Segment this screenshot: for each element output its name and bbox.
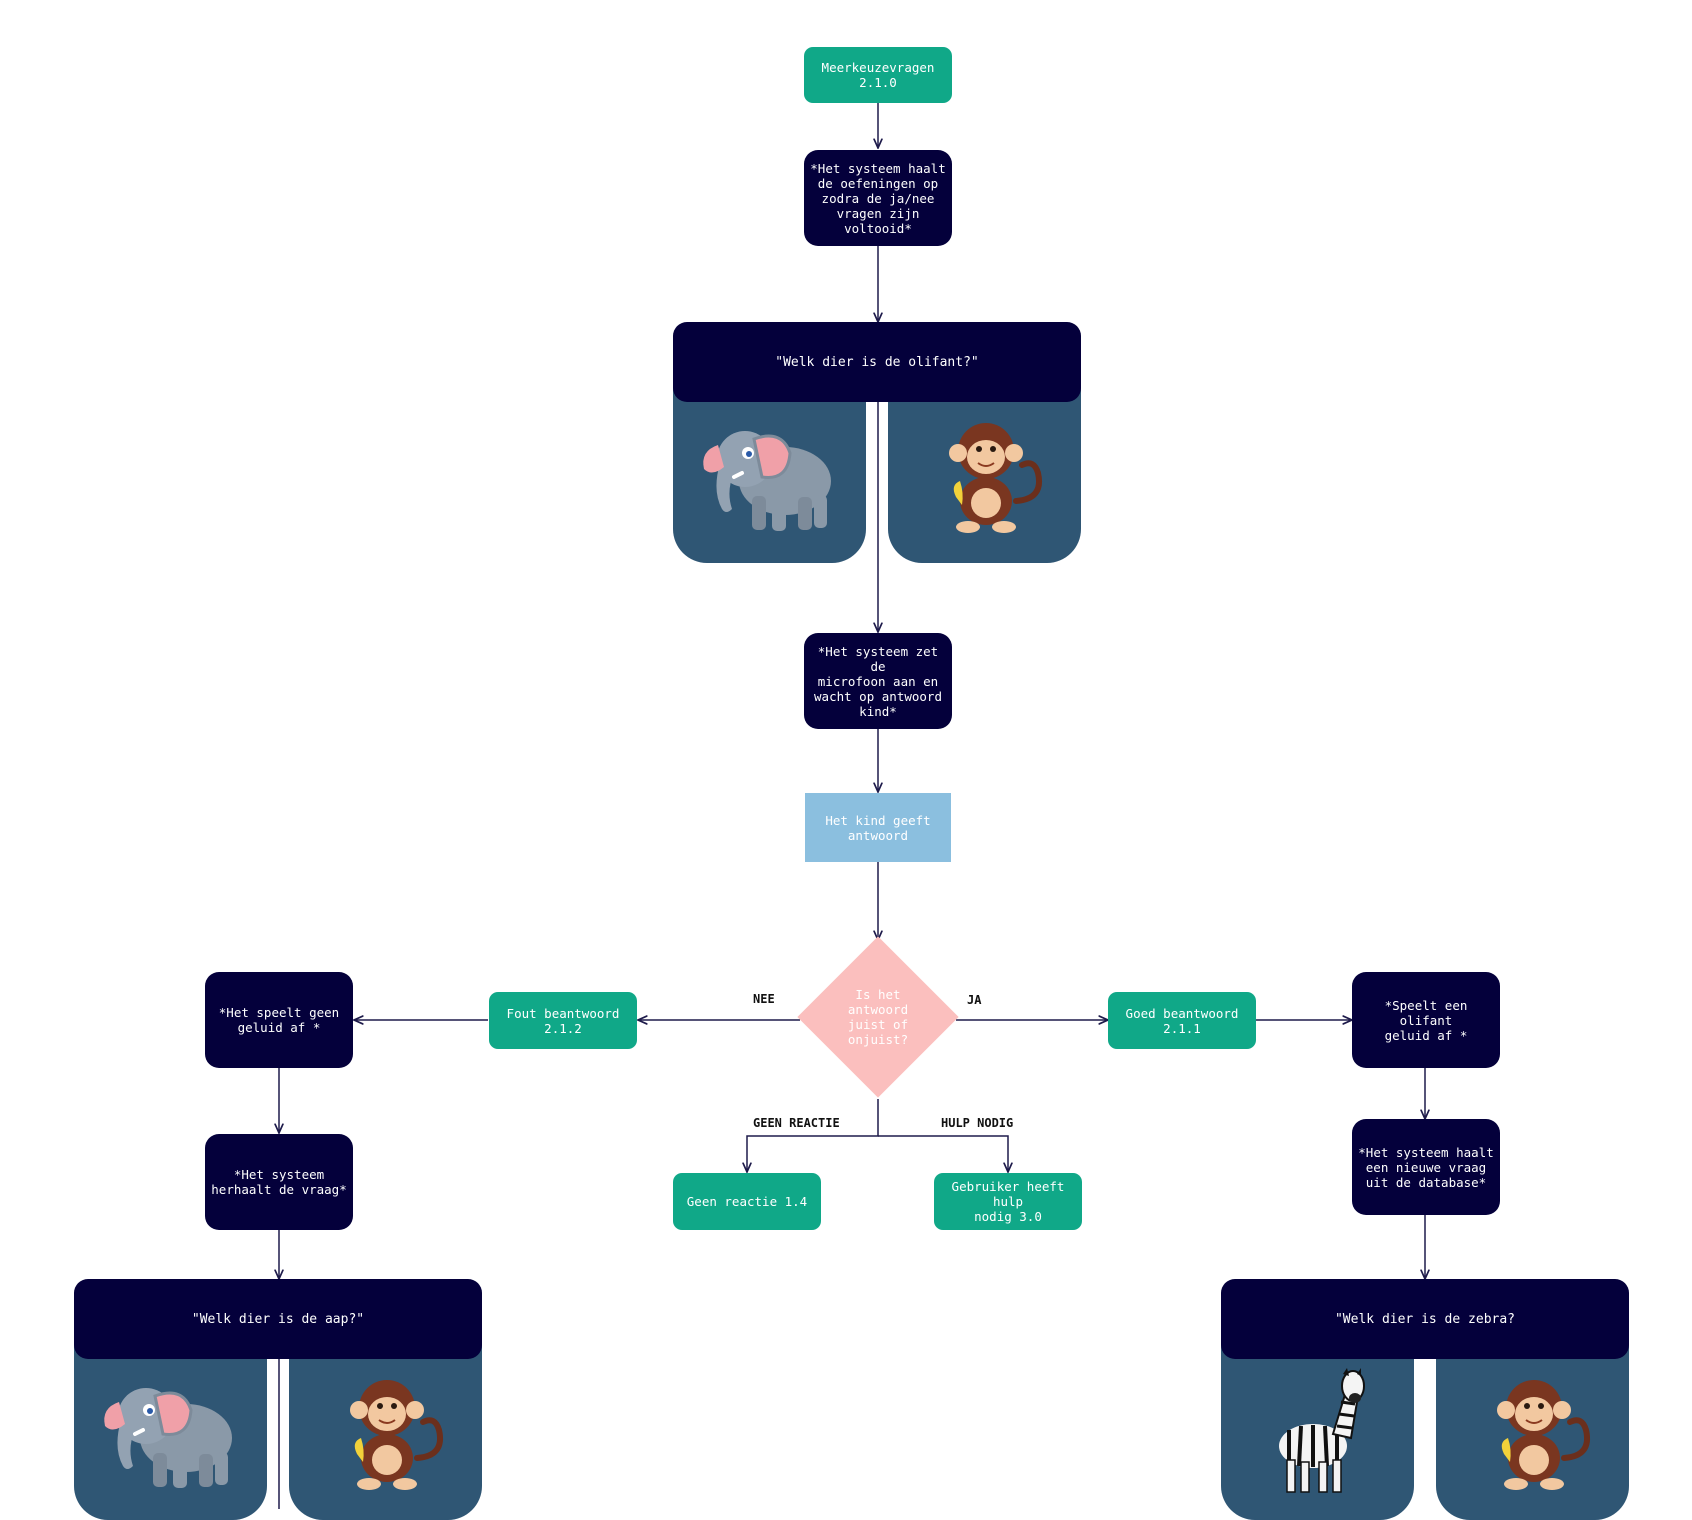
- question2-option-monkey[interactable]: [289, 1345, 482, 1520]
- start-node-label: Meerkeuzevragen 2.1.0: [821, 60, 935, 90]
- question1-bar: "Welk dier is de olifant?": [673, 322, 1081, 402]
- child-answers-node: Het kind geeft antwoord: [805, 793, 951, 862]
- edge-label-no-reaction: GEEN REACTIE: [753, 1116, 840, 1130]
- monkey-image: [1496, 1379, 1590, 1490]
- edge-label-no: NEE: [753, 992, 775, 1006]
- microphone-node: *Het systeem zet de microfoon aan en wac…: [804, 633, 952, 729]
- fetch-exercises-node: *Het systeem haalt de oefeningen op zodr…: [804, 150, 952, 246]
- monkey-image: [948, 422, 1042, 533]
- elephant-image: [702, 430, 831, 531]
- question3-option-zebra[interactable]: [1221, 1345, 1414, 1520]
- decision-label: Is het antwoord juist of onjuist?: [847, 987, 909, 1047]
- decision-node: Is het antwoord juist of onjuist?: [797, 936, 959, 1098]
- edge-decision-noreaction: [747, 1099, 879, 1172]
- question2-bar: "Welk dier is de aap?": [74, 1279, 482, 1359]
- help-needed-label: Gebruiker heeft hulp nodig 3.0: [951, 1179, 1065, 1224]
- new-question-node: *Het systeem haalt een nieuwe vraag uit …: [1352, 1119, 1500, 1215]
- edge-label-yes: JA: [967, 993, 982, 1007]
- repeat-question-node: *Het systeem herhaalt de vraag*: [205, 1134, 353, 1230]
- question1-label: "Welk dier is de olifant?": [775, 354, 979, 370]
- child-answers-label: Het kind geeft antwoord: [825, 812, 931, 843]
- edge-decision-help: [878, 1135, 1008, 1172]
- new-question-label: *Het systeem haalt een nieuwe vraag uit …: [1358, 1144, 1494, 1190]
- no-reaction-node: Geen reactie 1.4: [673, 1173, 821, 1230]
- monkey-image: [349, 1379, 443, 1490]
- elephant-image: [103, 1387, 232, 1488]
- correct-answer-label: Goed beantwoord 2.1.1: [1125, 1005, 1239, 1036]
- question2-option-elephant[interactable]: [74, 1345, 267, 1520]
- no-reaction-label: Geen reactie 1.4: [686, 1194, 808, 1209]
- question3-option-monkey[interactable]: [1436, 1345, 1629, 1520]
- correct-answer-node: Goed beantwoord 2.1.1: [1108, 992, 1256, 1049]
- no-sound-label: *Het speelt geen geluid af *: [218, 1005, 340, 1035]
- fetch-exercises-label: *Het systeem haalt de oefeningen op zodr…: [810, 160, 946, 236]
- zebra-image: [1278, 1367, 1365, 1493]
- start-node: Meerkeuzevragen 2.1.0: [804, 47, 952, 103]
- question3-label: "Welk dier is de zebra?: [1334, 1311, 1515, 1327]
- play-sound-node: *Speelt een olifant geluid af *: [1352, 972, 1500, 1068]
- question3-bar: "Welk dier is de zebra?: [1221, 1279, 1629, 1359]
- no-sound-node: *Het speelt geen geluid af *: [205, 972, 353, 1068]
- question2-label: "Welk dier is de aap?": [191, 1311, 365, 1327]
- microphone-label: *Het systeem zet de microfoon aan en wac…: [814, 643, 942, 719]
- question1-option-elephant[interactable]: [673, 388, 866, 563]
- wrong-answer-label: Fout beantwoord 2.1.2: [506, 1005, 620, 1036]
- help-needed-node: Gebruiker heeft hulp nodig 3.0: [934, 1173, 1082, 1230]
- edge-label-help: HULP NODIG: [941, 1116, 1014, 1130]
- question1-option-monkey[interactable]: [888, 388, 1081, 563]
- wrong-answer-node: Fout beantwoord 2.1.2: [489, 992, 637, 1049]
- repeat-question-label: *Het systeem herhaalt de vraag*: [211, 1167, 347, 1197]
- play-sound-label: *Speelt een olifant geluid af *: [1384, 997, 1468, 1043]
